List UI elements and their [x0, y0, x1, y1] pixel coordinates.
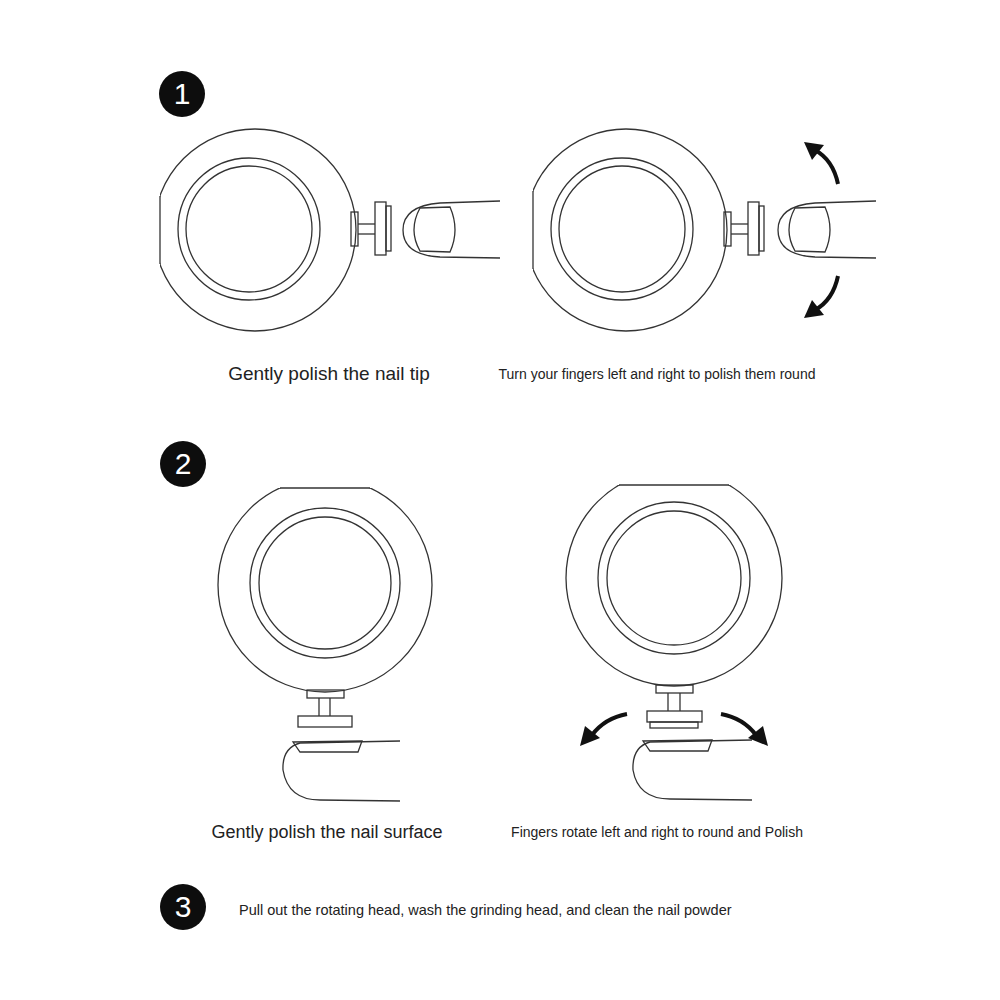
caption-text: Gently polish the nail surface [211, 822, 442, 843]
step-number: 1 [159, 71, 205, 117]
finger [778, 201, 876, 258]
step-number: 3 [160, 884, 206, 930]
polisher-device [218, 478, 432, 727]
caption-text: Fingers rotate left and right to round a… [511, 824, 803, 840]
caption-text: Pull out the rotating head, wash the gri… [239, 902, 732, 918]
step-number-text: 2 [160, 441, 206, 487]
step-number: 2 [160, 441, 206, 487]
rotation-arrows [592, 150, 838, 735]
arrowheads [580, 142, 824, 746]
caption-text: Gently polish the nail tip [228, 363, 430, 385]
finger [283, 741, 400, 801]
finger [403, 201, 500, 258]
polisher-device [566, 470, 782, 728]
step-number-text: 3 [160, 884, 206, 930]
finger [633, 740, 752, 800]
caption-text: Turn your fingers left and right to poli… [499, 366, 816, 382]
polisher-device [525, 129, 764, 331]
polisher-device [154, 129, 391, 331]
step-number-text: 1 [159, 71, 205, 117]
